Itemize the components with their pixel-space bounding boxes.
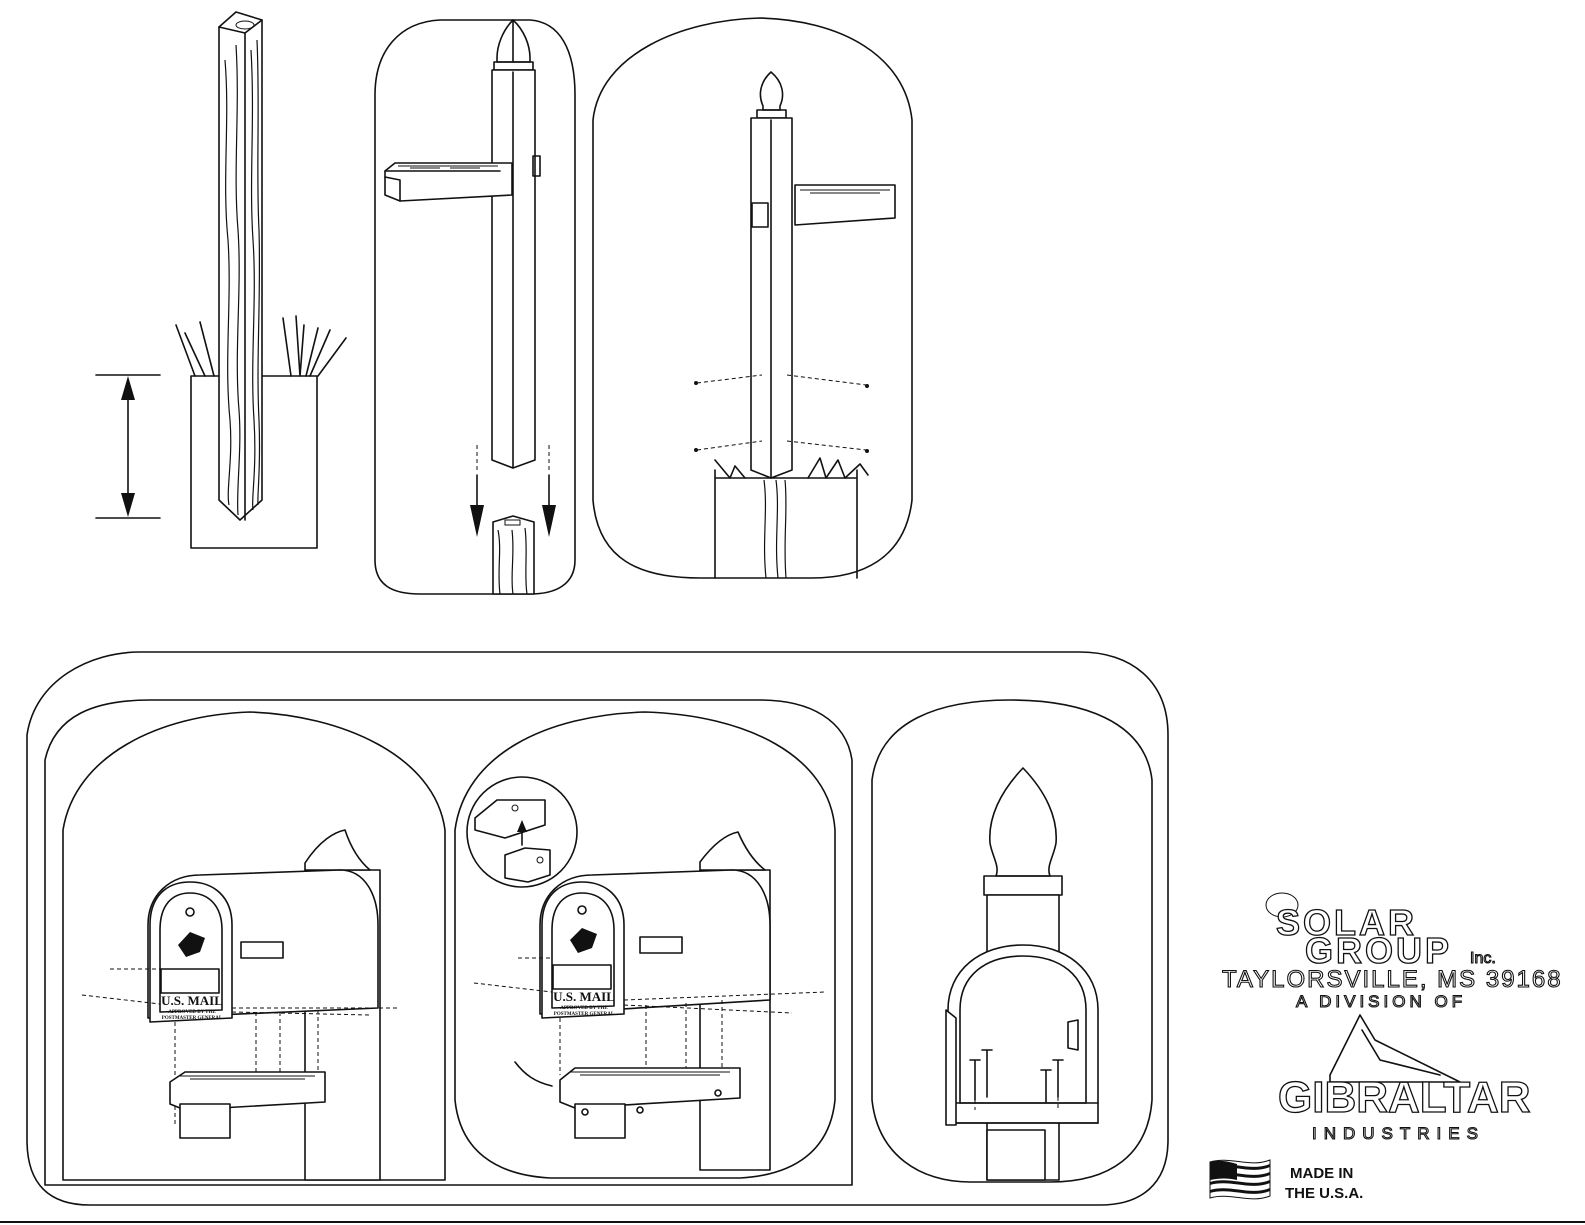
mailbox-label: U.S. MAIL: [553, 989, 615, 1004]
down-arrow-icon: [470, 505, 484, 537]
parent-company: GIBRALTAR: [1278, 1073, 1531, 1122]
brand-suffix: Inc.: [1470, 950, 1496, 967]
double-arrow-icon: [121, 376, 135, 400]
gibraltar-rock-icon: [1330, 1015, 1460, 1082]
svg-text:POSTMASTER GENERAL: POSTMASTER GENERAL: [554, 1012, 615, 1017]
finial: [700, 832, 765, 870]
finial: [760, 72, 782, 110]
svg-text:APPROVED BY THE: APPROVED BY THE: [168, 1010, 216, 1015]
step3-secure-sleeve: [593, 18, 912, 578]
step2-sleeve-install: [375, 20, 575, 594]
finial: [990, 768, 1056, 876]
step6-floor-screws: [872, 700, 1152, 1182]
step5-bracket-detail: U.S. MAIL APPROVED BY THE POSTMASTER GEN…: [455, 712, 835, 1178]
svg-text:APPROVED BY THE: APPROVED BY THE: [560, 1006, 608, 1011]
svg-text:POSTMASTER GENERAL: POSTMASTER GENERAL: [162, 1016, 223, 1021]
step1-post-in-ground: [96, 12, 346, 548]
made-in-usa: MADE IN THE U.S.A.: [1210, 1160, 1363, 1202]
mount-arm: [385, 163, 512, 201]
us-flag-icon: [1210, 1160, 1270, 1199]
brand-division: A DIVISION OF: [1296, 992, 1466, 1011]
parent-sub: INDUSTRIES: [1312, 1124, 1485, 1143]
made-in-line2: THE U.S.A.: [1285, 1185, 1363, 1202]
made-in-line1: MADE IN: [1290, 1165, 1353, 1182]
bracket: [505, 848, 550, 882]
mount-arm: [795, 185, 895, 225]
brand-address: TAYLORSVILLE, MS 39168: [1222, 966, 1563, 993]
mailbox-label: U.S. MAIL: [161, 993, 223, 1008]
wood-post: [219, 12, 262, 520]
finial: [305, 830, 370, 870]
brand-line2: GROUP: [1305, 930, 1452, 971]
brand-block: SOLAR GROUP Inc. TAYLORSVILLE, MS 39168 …: [1222, 893, 1563, 1143]
